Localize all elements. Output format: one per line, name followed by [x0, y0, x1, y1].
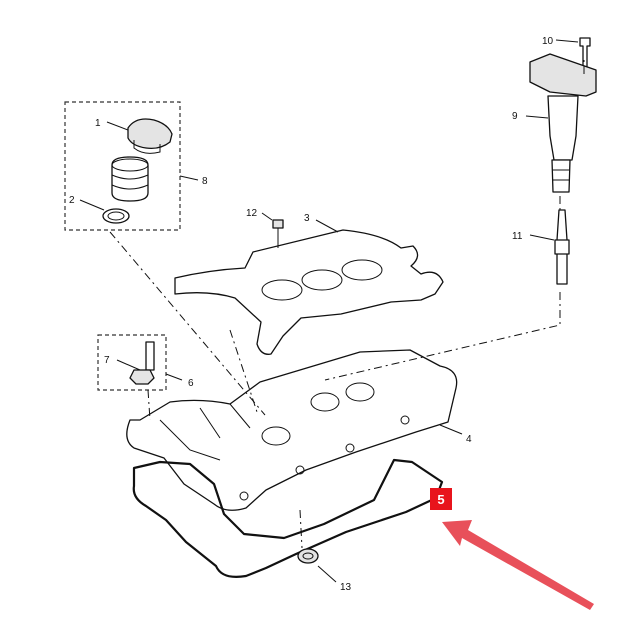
- ignition-coil-group: [525, 37, 597, 193]
- highlight-arrow: [442, 520, 594, 610]
- valve-cover-body: [126, 349, 458, 511]
- ignition-coil-body: [547, 95, 579, 161]
- oil-filler-cap-group: [64, 101, 199, 231]
- callout-2: 2: [69, 195, 75, 206]
- valve-cover: [126, 349, 463, 511]
- cover-bolt: [145, 341, 155, 371]
- mounting-stud: [261, 212, 284, 248]
- callout-11: 11: [512, 231, 523, 242]
- valve-cover-gasket: [132, 458, 444, 578]
- highlight-badge-label: 5: [437, 492, 444, 507]
- sealing-washer: [297, 548, 337, 583]
- callout-7: 7: [104, 355, 110, 366]
- callout-6: 6: [188, 378, 194, 389]
- callout-1: 1: [95, 118, 101, 129]
- highlight-badge: [430, 488, 452, 510]
- callout-4: 4: [466, 434, 472, 445]
- cover-gasket-shield: [174, 219, 444, 355]
- oil-filler-cap: [127, 118, 173, 150]
- callout-12: 12: [246, 208, 258, 219]
- ignition-coil-boot: [551, 159, 571, 193]
- callout-13: 13: [340, 582, 352, 593]
- callout-9: 9: [512, 111, 518, 122]
- upper-gasket-plate: [174, 229, 444, 355]
- spark-plug-group: [529, 209, 570, 285]
- bolt-washer: [129, 369, 155, 385]
- spark-plug: [554, 209, 570, 285]
- assembly-lines: [109, 60, 585, 549]
- ignition-coil-head: [529, 53, 597, 97]
- bolt-group-dashed-box: [97, 334, 167, 391]
- callout-3: 3: [304, 213, 310, 224]
- cap-group-dashed-box: [64, 101, 181, 231]
- bolt-group: [97, 334, 183, 391]
- callout-10: 10: [542, 36, 554, 47]
- callout-8: 8: [202, 176, 208, 187]
- o-ring: [102, 208, 130, 224]
